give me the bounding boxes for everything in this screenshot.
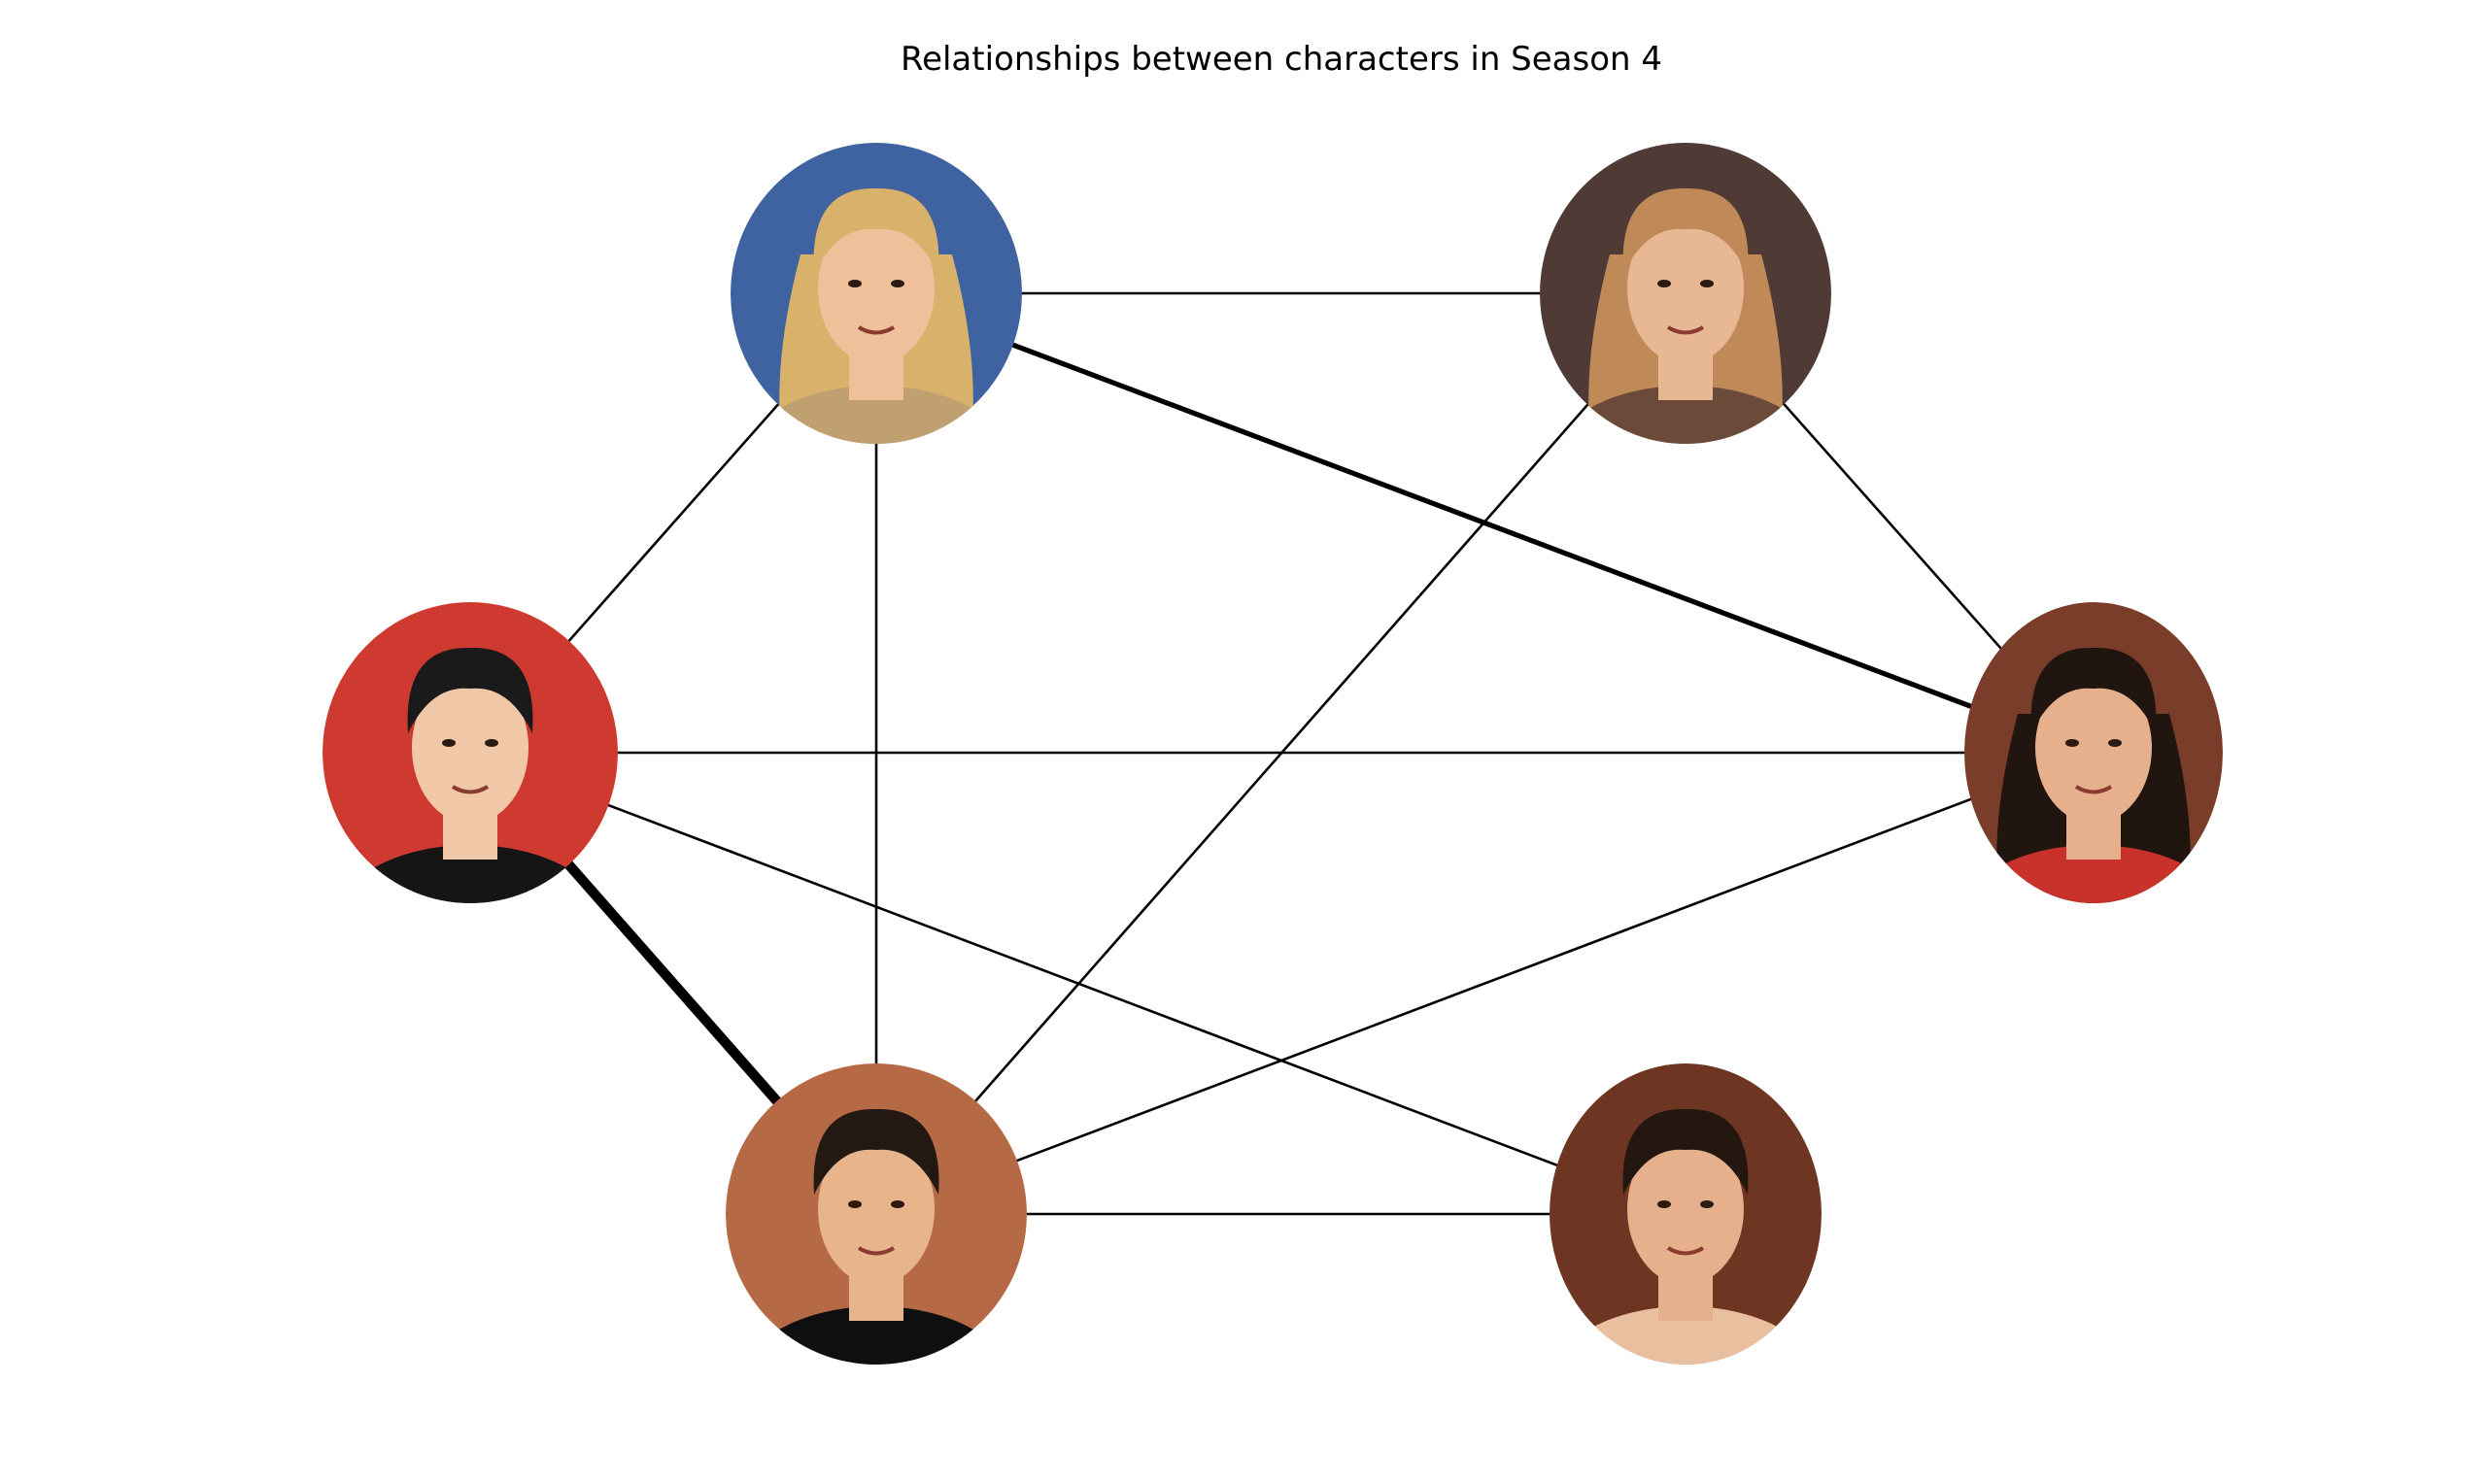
portrait-ross (1550, 1063, 1822, 1365)
chart-title: Relationships between characters in Seas… (901, 40, 1662, 79)
node-rachel[interactable] (1540, 143, 1831, 541)
node-monica[interactable] (1958, 602, 2230, 1000)
portrait-monica (1964, 602, 2223, 903)
portrait-rachel (1540, 143, 1831, 444)
node-ross[interactable] (1550, 1063, 1822, 1462)
node-phoebe[interactable] (731, 143, 1022, 541)
edge-chandler-monica (875, 751, 2095, 1216)
portrait-chandler (726, 1063, 1027, 1365)
node-chandler[interactable] (726, 1063, 1027, 1462)
edges-layer (466, 290, 2095, 1218)
portrait-phoebe (731, 143, 1022, 444)
portrait-joey (323, 602, 618, 903)
edge-joey-ross (469, 751, 1686, 1216)
node-joey[interactable] (323, 602, 618, 1000)
nodes-layer (323, 143, 2230, 1462)
